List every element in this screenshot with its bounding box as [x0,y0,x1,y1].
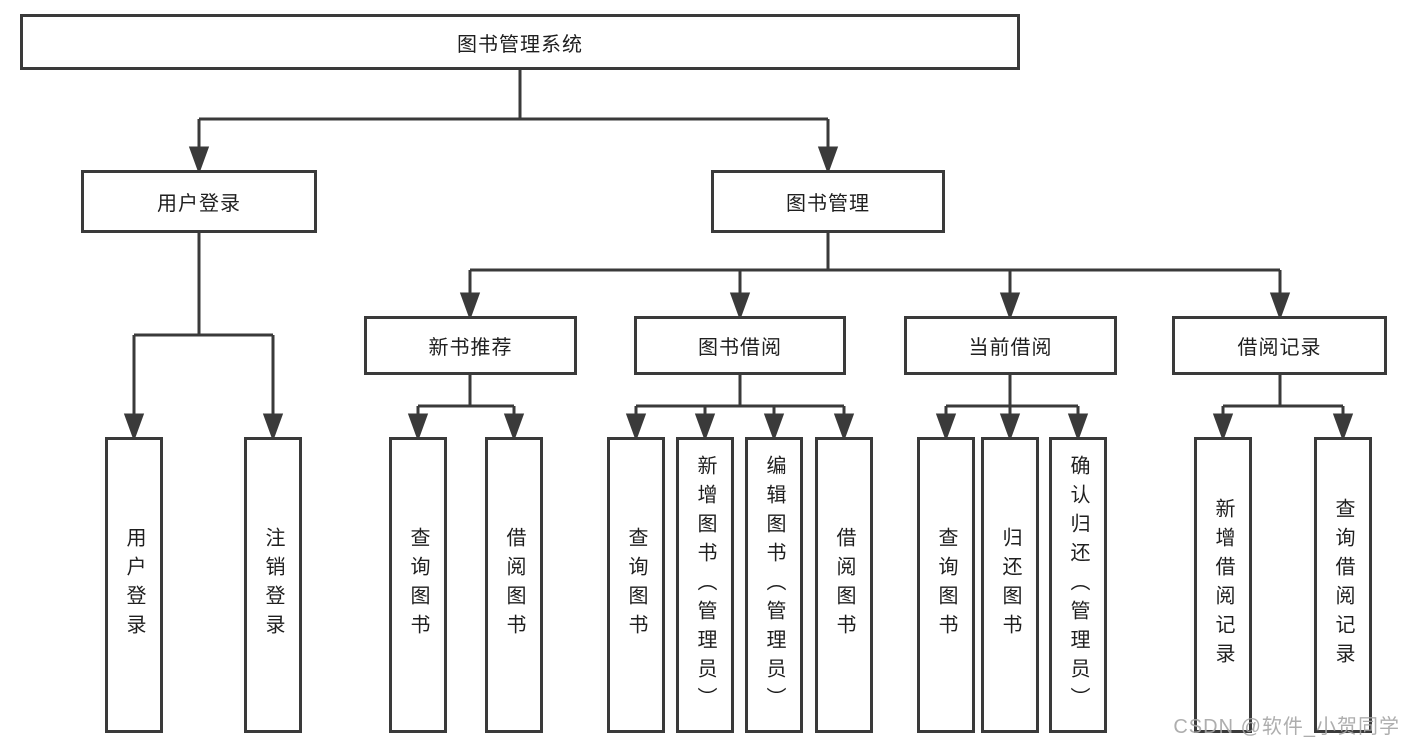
leaf-logout: 注销登录 [244,437,302,733]
node-borrow-records: 借阅记录 [1172,316,1387,375]
connector-borrow-record-children [1212,375,1354,442]
leaf-borrow-books-recommend-label: 借阅图书 [503,527,525,643]
leaf-query-books-borrow: 查询图书 [607,437,665,733]
leaf-logout-label: 注销登录 [262,527,284,643]
leaf-query-books-current: 查询图书 [917,437,975,733]
leaf-add-borrow-record-label: 新增借阅记录 [1212,498,1234,672]
node-book-borrow: 图书借阅 [634,316,846,375]
leaf-return-books: 归还图书 [981,437,1039,733]
leaf-query-borrow-record-label: 查询借阅记录 [1332,498,1354,672]
node-current-borrow: 当前借阅 [904,316,1117,375]
leaf-query-borrow-record: 查询借阅记录 [1314,437,1372,733]
leaf-query-books-borrow-label: 查询图书 [625,527,647,643]
leaf-query-books-current-label: 查询图书 [935,527,957,643]
leaf-borrow-books-label: 借阅图书 [833,527,855,643]
connector-new-book-children [407,375,525,442]
leaf-user-login: 用户登录 [105,437,163,733]
leaf-add-books-admin: 新增图书（管理员） [676,437,734,733]
node-user-login: 用户登录 [81,170,317,233]
leaf-return-books-label: 归还图书 [999,527,1021,643]
leaf-add-books-admin-label: 新增图书（管理员） [694,454,716,716]
leaf-add-borrow-record: 新增借阅记录 [1194,437,1252,733]
leaf-borrow-books-recommend: 借阅图书 [485,437,543,733]
connector-book-mgmt-to-level3 [459,233,1291,321]
leaf-edit-books-admin-label: 编辑图书（管理员） [763,454,785,716]
connector-current-borrow-children [935,375,1089,442]
leaf-confirm-return-admin: 确认归还（管理员） [1049,437,1107,733]
connector-book-borrow-children [625,375,855,442]
leaf-query-books-recommend-label: 查询图书 [407,527,429,643]
node-book-management: 图书管理 [711,170,945,233]
connector-root-to-level2 [188,70,839,175]
leaf-edit-books-admin: 编辑图书（管理员） [745,437,803,733]
leaf-confirm-return-admin-label: 确认归还（管理员） [1067,454,1089,716]
csdn-watermark: CSDN @软件_小贺同学 [1173,716,1400,738]
leaf-query-books-recommend: 查询图书 [389,437,447,733]
leaf-borrow-books: 借阅图书 [815,437,873,733]
node-new-book-recommend: 新书推荐 [364,316,577,375]
node-root-system: 图书管理系统 [20,14,1020,70]
connector-user-login-children [123,233,284,442]
leaf-user-login-label: 用户登录 [123,527,145,643]
